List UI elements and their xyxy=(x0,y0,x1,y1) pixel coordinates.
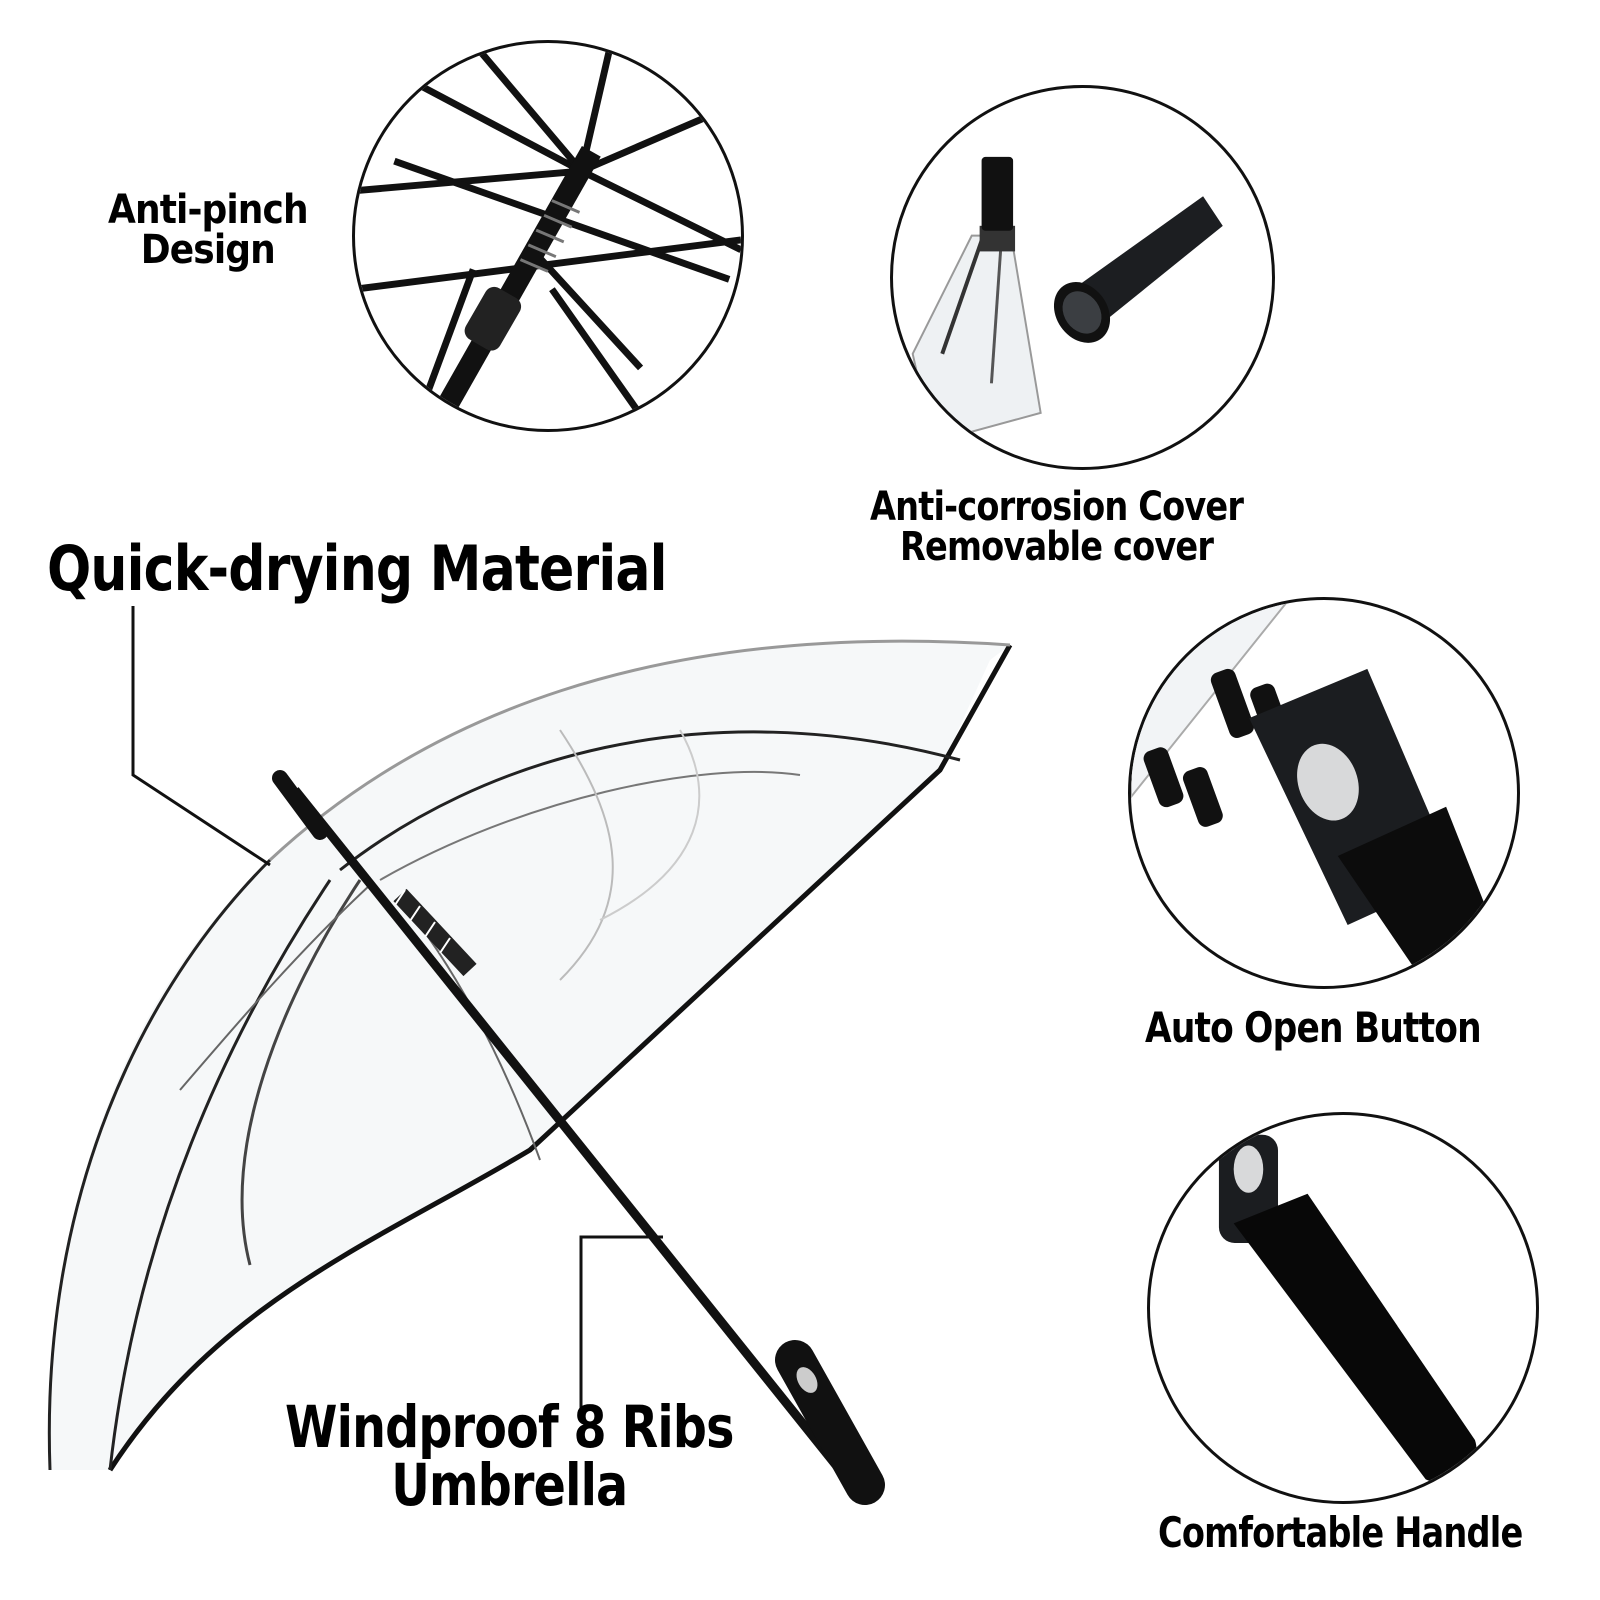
windproof-label: Windproof 8 Ribs Umbrella xyxy=(285,1398,734,1514)
anti-pinch-label: Anti-pinch Design xyxy=(108,187,309,273)
windproof-line-2: Umbrella xyxy=(391,1451,628,1519)
comfortable-handle-detail-circle xyxy=(1147,1112,1539,1504)
umbrella-top-tip xyxy=(272,770,328,840)
canopy-left-edge xyxy=(47,858,272,1471)
canopy-top-edge xyxy=(268,639,1011,862)
anti-pinch-line-2: Design xyxy=(140,227,276,273)
windproof-line-1: Windproof 8 Ribs xyxy=(285,1393,734,1461)
anti-corrosion-line-2: Removable cover xyxy=(900,524,1214,570)
rib xyxy=(379,770,801,881)
auto-open-button-image xyxy=(1131,600,1517,986)
windproof-leader-line xyxy=(579,1235,663,1417)
umbrella-shaft xyxy=(291,787,844,1473)
canopy-outer-edge xyxy=(107,643,1013,1472)
auto-open-button-label: Auto Open Button xyxy=(1145,1003,1482,1052)
rib xyxy=(240,879,362,1266)
ribs-closeup-image xyxy=(355,43,741,429)
quick-drying-label: Quick-drying Material xyxy=(47,532,667,605)
rib xyxy=(108,879,332,1471)
anti-corrosion-label: Anti-corrosion Cover Removable cover xyxy=(870,484,1244,570)
comfortable-handle-label: Comfortable Handle xyxy=(1158,1508,1523,1557)
umbrella-canopy xyxy=(49,641,1010,1470)
rib xyxy=(339,730,961,872)
anti-pinch-line-1: Anti-pinch xyxy=(108,187,309,233)
anti-pinch-detail-circle xyxy=(352,40,744,432)
runner-spring xyxy=(393,888,477,977)
anti-corrosion-line-1: Anti-corrosion Cover xyxy=(870,484,1244,530)
quick-drying-leader-line xyxy=(131,606,271,867)
auto-open-button-detail-circle xyxy=(1128,597,1520,989)
rib xyxy=(179,884,371,1091)
handle-image xyxy=(1177,1121,1477,1482)
tip-cover-image xyxy=(911,156,1223,444)
umbrella-handle xyxy=(775,1340,885,1505)
anti-corrosion-detail-circle xyxy=(890,85,1275,470)
